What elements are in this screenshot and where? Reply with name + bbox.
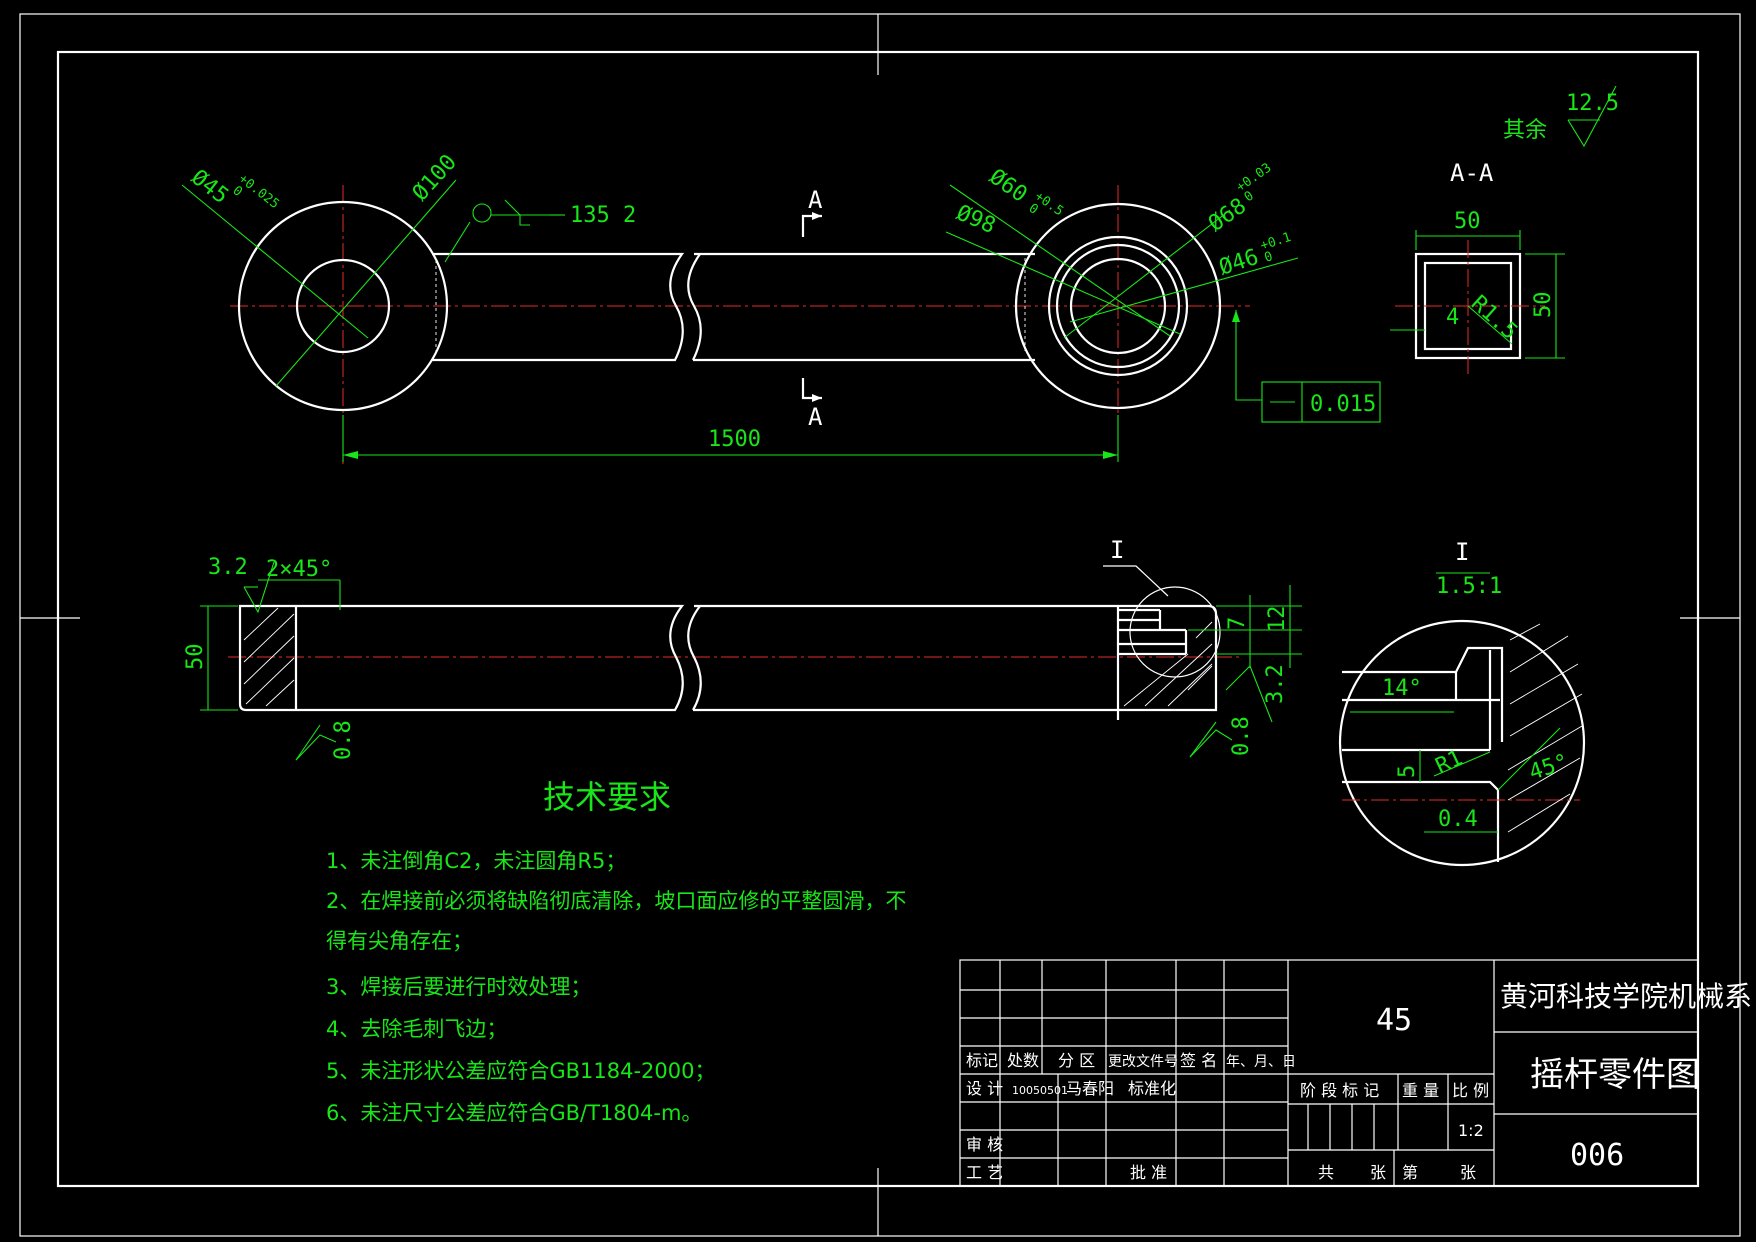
svg-text:重 量: 重 量 xyxy=(1402,1081,1439,1100)
note-4: 4、去除毛刺飞边； xyxy=(326,1017,507,1041)
d68-label: Ø68 xyxy=(1204,194,1251,237)
detail-title: I xyxy=(1455,538,1469,566)
roughness-3-2-left: 3.2 xyxy=(208,555,248,580)
svg-text:处数: 处数 xyxy=(1007,1051,1039,1070)
note-1: 1、未注倒角C2，未注圆角R5； xyxy=(326,849,626,873)
detail-i-view: I 1.5:1 14° 5 R1 45° 0.4 xyxy=(1338,538,1586,867)
section-mark-top: A xyxy=(808,186,823,214)
section-mark-bottom: A xyxy=(808,403,823,431)
front-view: I 7 12 3.2 2×45° 50 0.8 0.8 3.2 xyxy=(183,536,1302,761)
svg-text:12: 12 xyxy=(1265,606,1290,633)
svg-text:7: 7 xyxy=(1225,617,1250,630)
svg-text:批 准: 批 准 xyxy=(1130,1163,1167,1182)
svg-text:工 艺: 工 艺 xyxy=(966,1163,1003,1182)
scale-value: 1:2 xyxy=(1458,1121,1484,1140)
svg-text:0: 0 xyxy=(230,183,245,200)
technical-requirements: 技术要求 1、未注倒角C2，未注圆角R5； 2、在焊接前必须将缺陷彻底清除，坡口… xyxy=(326,778,906,1125)
svg-text:+0.03: +0.03 xyxy=(1234,161,1275,196)
note-6: 6、未注尺寸公差应符合GB/T1804-m。 xyxy=(326,1101,702,1125)
student-id: 10050501 xyxy=(1012,1084,1068,1097)
left-bore xyxy=(295,258,391,354)
svg-text:50: 50 xyxy=(1531,292,1556,319)
svg-text:张: 张 xyxy=(1370,1163,1386,1182)
chamfer-label: 2×45° xyxy=(266,557,332,582)
drawing-name: 摇杆零件图 xyxy=(1530,1055,1700,1095)
svg-text:0: 0 xyxy=(1242,188,1257,205)
svg-text:0.4: 0.4 xyxy=(1438,807,1478,832)
svg-text:14°: 14° xyxy=(1382,676,1422,701)
detail-mark: I xyxy=(1110,536,1124,564)
svg-text:签 名: 签 名 xyxy=(1180,1051,1217,1070)
top-view: Ø45 +0.025 0 Ø100 135 2 Ø60 +0.5 0 Ø98 Ø… xyxy=(181,150,1381,465)
drawing-number: 006 xyxy=(1570,1138,1624,1173)
weld-symbol-label: 135 2 xyxy=(570,203,636,228)
svg-text:更改文件号: 更改文件号 xyxy=(1108,1054,1178,1070)
svg-text:50: 50 xyxy=(1454,209,1481,234)
svg-text:张: 张 xyxy=(1460,1163,1476,1182)
svg-text:比 例: 比 例 xyxy=(1452,1081,1489,1100)
d46-label: Ø46 xyxy=(1216,245,1262,281)
designer-name: 马春阳 xyxy=(1066,1079,1114,1098)
svg-text:4: 4 xyxy=(1446,305,1459,330)
svg-text:设 计: 设 计 xyxy=(966,1079,1003,1098)
right-boss-outer xyxy=(1014,202,1222,410)
svg-text:年、月、日: 年、月、日 xyxy=(1226,1054,1296,1070)
detail-scale: 1.5:1 xyxy=(1436,574,1502,599)
height-50-label: 50 xyxy=(183,644,208,671)
svg-text:0: 0 xyxy=(1026,201,1041,218)
school-name: 黄河科技学院机械系 xyxy=(1500,980,1752,1013)
title-block: 标记 处数 分 区 更改文件号 签 名 年、月、日 设 计 10050501 马… xyxy=(959,959,1752,1187)
runout-tolerance-value: 0.015 xyxy=(1310,392,1376,417)
note-5: 5、未注形状公差应符合GB1184-2000； xyxy=(326,1059,716,1083)
roughness-0-8-right: 0.8 xyxy=(1229,716,1254,756)
svg-text:0: 0 xyxy=(1263,249,1275,266)
svg-text:标记: 标记 xyxy=(966,1051,998,1070)
d98-label: Ø98 xyxy=(953,201,999,240)
svg-text:分 区: 分 区 xyxy=(1058,1051,1095,1070)
material: 45 xyxy=(1376,1003,1412,1038)
length-1500-label: 1500 xyxy=(708,427,761,452)
default-roughness: 其余 12.5 xyxy=(1503,85,1619,148)
runout-tolerance-frame xyxy=(1261,381,1381,423)
svg-text:标准化: 标准化 xyxy=(1128,1079,1176,1098)
svg-text:R1.5: R1.5 xyxy=(1466,291,1522,345)
notes-title: 技术要求 xyxy=(543,778,671,816)
d45-label: Ø45 xyxy=(186,165,233,209)
left-boss-outer xyxy=(237,200,449,412)
note-2b: 得有尖角存在； xyxy=(326,929,473,953)
section-title: A-A xyxy=(1450,159,1494,187)
section-a-a: A-A 50 50 4 R1.5 xyxy=(1390,159,1565,375)
svg-text:5: 5 xyxy=(1395,765,1420,778)
sheet-border xyxy=(19,13,1741,1237)
svg-text:阶 段 标 记: 阶 段 标 记 xyxy=(1300,1081,1379,1100)
svg-text:审 核: 审 核 xyxy=(966,1135,1003,1154)
roughness-0-8-left: 0.8 xyxy=(331,720,356,760)
svg-text:+0.025: +0.025 xyxy=(236,171,282,212)
svg-text:第: 第 xyxy=(1402,1163,1418,1182)
svg-text:12.5: 12.5 xyxy=(1566,91,1619,116)
detail-i-circle xyxy=(1129,586,1221,678)
d100-label: Ø100 xyxy=(408,150,462,206)
note-3: 3、焊接后要进行时效处理； xyxy=(326,975,591,999)
roughness-3-2-right: 3.2 xyxy=(1263,664,1288,704)
right-bore xyxy=(1069,257,1167,355)
note-2: 2、在焊接前必须将缺陷彻底清除，坡口面应修的平整圆滑，不 xyxy=(326,889,906,913)
svg-text:其余: 其余 xyxy=(1503,118,1547,143)
svg-text:共: 共 xyxy=(1318,1163,1334,1182)
d60-label: Ø60 xyxy=(985,164,1032,207)
